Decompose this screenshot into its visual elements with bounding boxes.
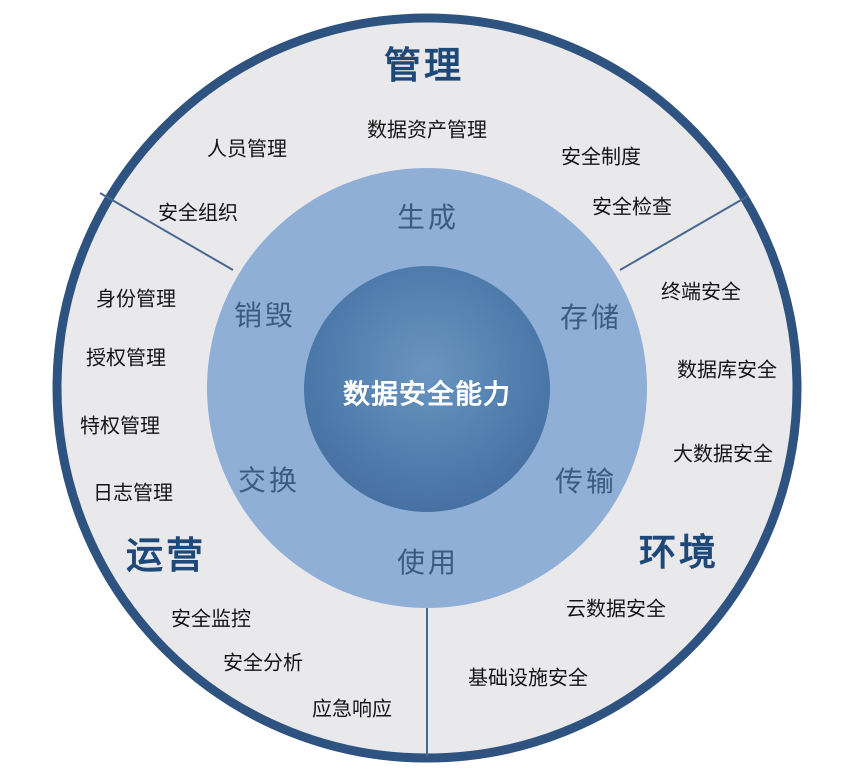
lifecycle-transmit: 传输 xyxy=(554,465,618,498)
item-bigdata-security: 大数据安全 xyxy=(673,441,773,466)
item-data-asset-management: 数据资产管理 xyxy=(367,117,487,142)
item-infrastructure-security: 基础设施安全 xyxy=(468,665,588,690)
item-security-monitoring: 安全监控 xyxy=(171,606,251,631)
item-authorization-management: 授权管理 xyxy=(86,345,166,370)
item-security-organization: 安全组织 xyxy=(158,200,238,225)
item-security-analysis: 安全分析 xyxy=(223,650,303,675)
item-personnel-management: 人员管理 xyxy=(207,136,287,161)
inner-circle xyxy=(304,266,550,512)
item-privilege-management: 特权管理 xyxy=(80,413,160,438)
lifecycle-destroy: 销毁 xyxy=(233,299,297,332)
item-identity-management: 身份管理 xyxy=(96,286,176,311)
item-security-inspection: 安全检查 xyxy=(592,194,672,219)
lifecycle-exchange: 交换 xyxy=(237,464,301,497)
divider-management-operations xyxy=(99,192,234,271)
sector-management: 管理 xyxy=(384,44,464,87)
item-log-management: 日志管理 xyxy=(93,480,173,505)
lifecycle-generate: 生成 xyxy=(396,201,460,234)
item-incident-response: 应急响应 xyxy=(312,696,392,721)
item-database-security: 数据库安全 xyxy=(677,357,777,382)
divider-management-environment xyxy=(619,195,749,271)
item-cloud-data-security: 云数据安全 xyxy=(566,596,666,621)
sector-operations: 运营 xyxy=(126,534,206,577)
item-terminal-security: 终端安全 xyxy=(661,279,741,304)
center-title: 数据安全能力 xyxy=(343,379,511,411)
lifecycle-use: 使用 xyxy=(396,546,460,579)
item-security-policy: 安全制度 xyxy=(561,144,641,169)
sector-environment: 环境 xyxy=(639,531,719,574)
lifecycle-store: 存储 xyxy=(559,301,623,334)
